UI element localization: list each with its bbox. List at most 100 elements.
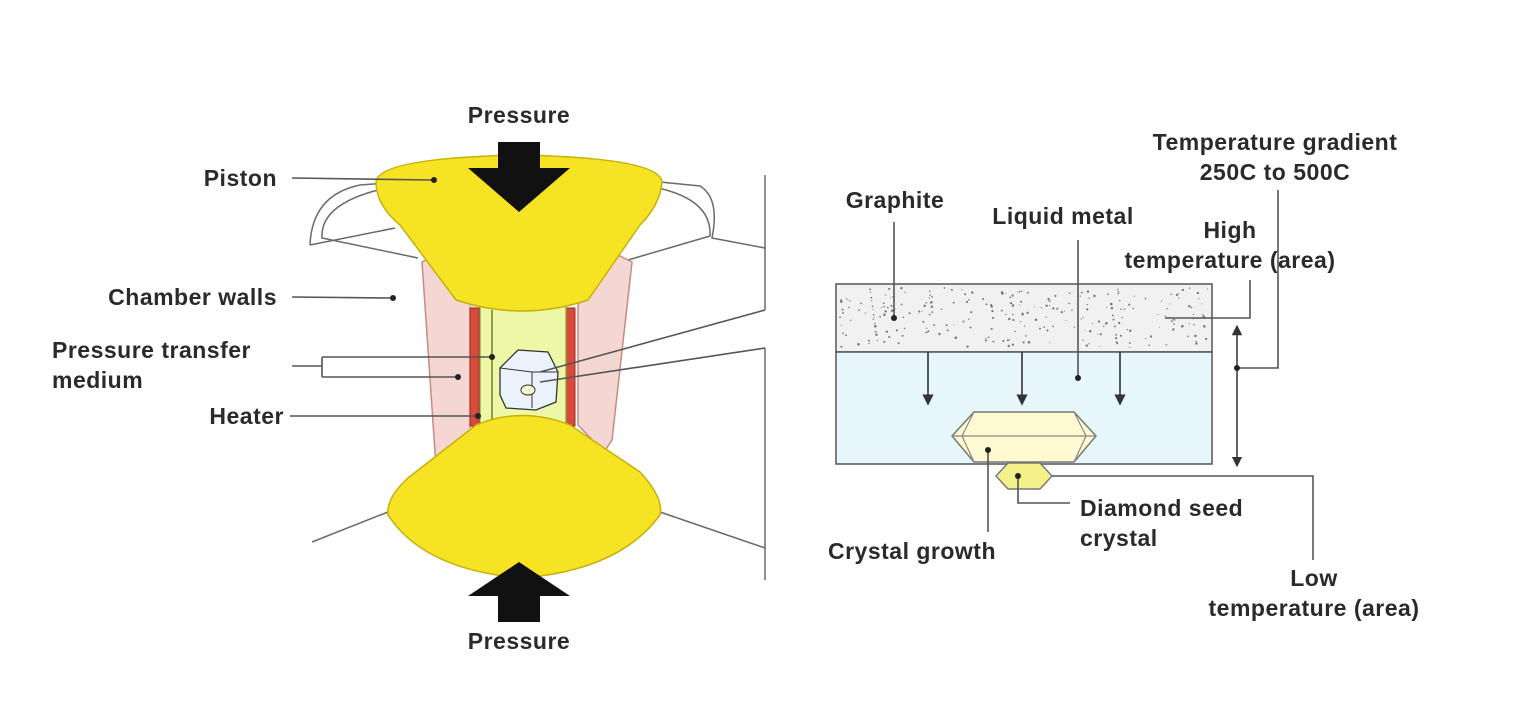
graphite-speck xyxy=(1129,346,1131,349)
graphite-speck xyxy=(1193,323,1195,326)
graphite-speck xyxy=(922,320,925,323)
graphite-speck xyxy=(872,314,875,316)
graphite-speck xyxy=(970,311,973,314)
graphite-speck xyxy=(1011,304,1015,307)
press-housing-upper-outline xyxy=(309,181,766,249)
heater-label: Heater xyxy=(209,403,284,429)
graphite-speck xyxy=(1121,316,1123,319)
graphite-speck xyxy=(1196,291,1200,295)
graphite-speck xyxy=(1023,325,1026,327)
graphite-speck xyxy=(985,303,988,306)
graphite-speck xyxy=(875,333,878,336)
graphite-speck xyxy=(872,308,874,310)
pressure-transfer-dot-inner xyxy=(489,354,495,360)
chamber-walls-leader xyxy=(291,296,391,299)
graphite-speck xyxy=(874,322,876,325)
graphite-speck xyxy=(933,324,936,326)
temp-gradient-label-line2: 250C to 500C xyxy=(1200,159,1350,185)
lower-piston xyxy=(387,414,662,579)
graphite-speck xyxy=(1092,323,1094,325)
graphite-speck xyxy=(875,331,877,333)
graphite-speck xyxy=(925,302,928,304)
graphite-speck xyxy=(1056,307,1059,310)
graphite-speck xyxy=(1084,329,1086,331)
graphite-speck xyxy=(982,297,985,301)
graphite-speck xyxy=(1073,326,1076,328)
graphite-speck xyxy=(1043,326,1046,328)
graphite-speck xyxy=(927,330,930,333)
graphite-speck xyxy=(1086,308,1089,311)
graphite-speck xyxy=(1019,321,1022,323)
graphite-speck xyxy=(1173,323,1175,325)
graphite-speck xyxy=(1148,344,1151,347)
graphite-speck xyxy=(897,342,900,345)
graphite-speck xyxy=(869,288,872,291)
graphite-speck xyxy=(1157,313,1159,316)
graphite-speck xyxy=(895,329,898,332)
graphite-speck xyxy=(961,289,963,291)
graphite-speck xyxy=(1086,290,1090,293)
graphite-speck xyxy=(969,326,972,329)
graphite-speck xyxy=(930,301,933,304)
graphite-speck xyxy=(1123,308,1126,310)
graphite-speck xyxy=(925,327,928,329)
graphite-speck xyxy=(940,308,943,310)
graphite-speck xyxy=(1034,318,1038,321)
pressure-transfer-dot-outer xyxy=(455,374,461,380)
graphite-speck xyxy=(1190,306,1193,309)
graphite-speck xyxy=(1145,337,1147,340)
graphite-speck xyxy=(929,294,932,297)
graphite-speck xyxy=(839,316,841,319)
graphite-speck xyxy=(1172,318,1175,321)
graphite-speck xyxy=(1026,311,1029,314)
graphite-speck xyxy=(1126,328,1128,331)
graphite-speck xyxy=(1203,324,1206,328)
graphite-speck xyxy=(966,345,969,348)
graphite-speck xyxy=(990,327,993,330)
graphite-speck xyxy=(1188,323,1190,325)
pressure-top-label: Pressure xyxy=(468,102,570,128)
graphite-speck xyxy=(1099,333,1102,336)
graphite-speck xyxy=(930,305,934,308)
graphite-speck xyxy=(902,316,905,319)
piston-label: Piston xyxy=(204,165,277,191)
graphite-speck xyxy=(987,336,990,339)
graphite-speck xyxy=(1097,320,1101,323)
graphite-speck xyxy=(1002,339,1005,342)
graphite-speck xyxy=(964,293,967,296)
graphite-speck xyxy=(962,320,965,323)
graphite-speck xyxy=(1111,314,1114,317)
graphite-speck xyxy=(849,319,852,321)
seed-crystal xyxy=(995,462,1053,490)
graphite-speck xyxy=(873,317,875,319)
graphite-speck xyxy=(1187,335,1189,338)
graphite-speck xyxy=(879,315,881,318)
graphite-speck xyxy=(1103,325,1105,328)
graphite-speck xyxy=(1022,341,1025,344)
graphite-speck xyxy=(923,305,926,307)
graphite-speck xyxy=(1165,344,1168,346)
graphite-speck xyxy=(1068,302,1070,305)
low-temp-label-line1: Low xyxy=(1290,565,1338,591)
low-temp-leader xyxy=(1052,475,1314,560)
liquid-metal-leader-dot xyxy=(1075,375,1081,381)
graphite-speck xyxy=(1086,304,1088,306)
graphite-speck xyxy=(1027,341,1031,344)
graphite-speck xyxy=(926,331,928,334)
graphite-speck xyxy=(900,303,903,306)
graphite-speck xyxy=(870,296,873,299)
graphite-speckles xyxy=(839,287,1209,349)
graphite-speck xyxy=(908,312,911,315)
graphite-speck xyxy=(954,336,958,339)
graphite-speck xyxy=(924,331,927,334)
graphite-speck xyxy=(867,339,870,342)
graphite-speck xyxy=(992,340,995,343)
graphite-speck xyxy=(1159,326,1161,328)
graphite-speck xyxy=(1192,313,1195,316)
graphite-speck xyxy=(1026,291,1029,294)
graphite-speck xyxy=(1195,342,1198,345)
graphite-speck xyxy=(904,291,906,293)
graphite-speck xyxy=(890,304,893,307)
graphite-speck xyxy=(1172,328,1175,331)
pressure-transfer-label-line1: Pressure transfer xyxy=(52,337,251,363)
